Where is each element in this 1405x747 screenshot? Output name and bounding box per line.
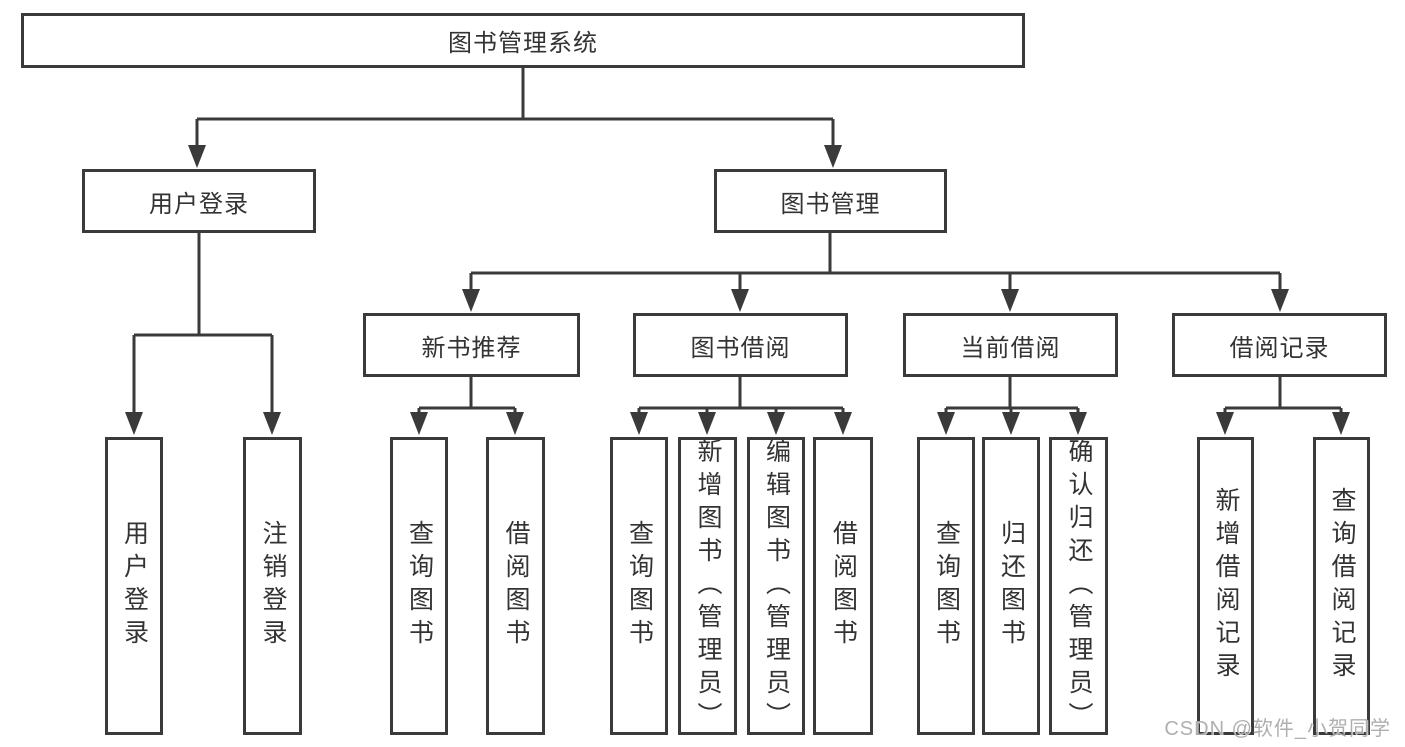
node-current-borrow: 当前借阅: [903, 313, 1118, 377]
leaf-borrow-books-recommend: 借阅图书: [486, 437, 545, 735]
node-new-book-recommend: 新书推荐: [363, 313, 580, 377]
node-user-login: 用户登录: [82, 169, 316, 233]
leaf-query-borrow-record: 查询借阅记录: [1313, 437, 1370, 735]
node-system-root: 图书管理系统: [21, 13, 1025, 68]
leaf-logout: 注销登录: [243, 437, 302, 735]
node-borrow-records: 借阅记录: [1172, 313, 1387, 377]
leaf-query-books-current: 查询图书: [917, 437, 975, 735]
node-book-management: 图书管理: [714, 169, 947, 233]
leaf-return-books: 归还图书: [982, 437, 1040, 735]
leaf-edit-books-admin: 编辑图书（管理员）: [747, 437, 805, 735]
csdn-watermark: CSDN @软件_小贺同学: [1164, 718, 1391, 740]
leaf-borrow-books: 借阅图书: [813, 437, 873, 735]
leaf-query-books-borrow: 查询图书: [610, 437, 668, 735]
leaf-add-books-admin: 新增图书（管理员）: [678, 437, 737, 735]
leaf-user-login: 用户登录: [105, 437, 163, 735]
leaf-confirm-return-admin: 确认归还（管理员）: [1049, 437, 1108, 735]
arrowhead-icons: [125, 145, 1350, 435]
node-book-borrow: 图书借阅: [633, 313, 848, 377]
leaf-query-books-recommend: 查询图书: [390, 437, 448, 735]
leaf-add-borrow-record: 新增借阅记录: [1197, 437, 1254, 735]
